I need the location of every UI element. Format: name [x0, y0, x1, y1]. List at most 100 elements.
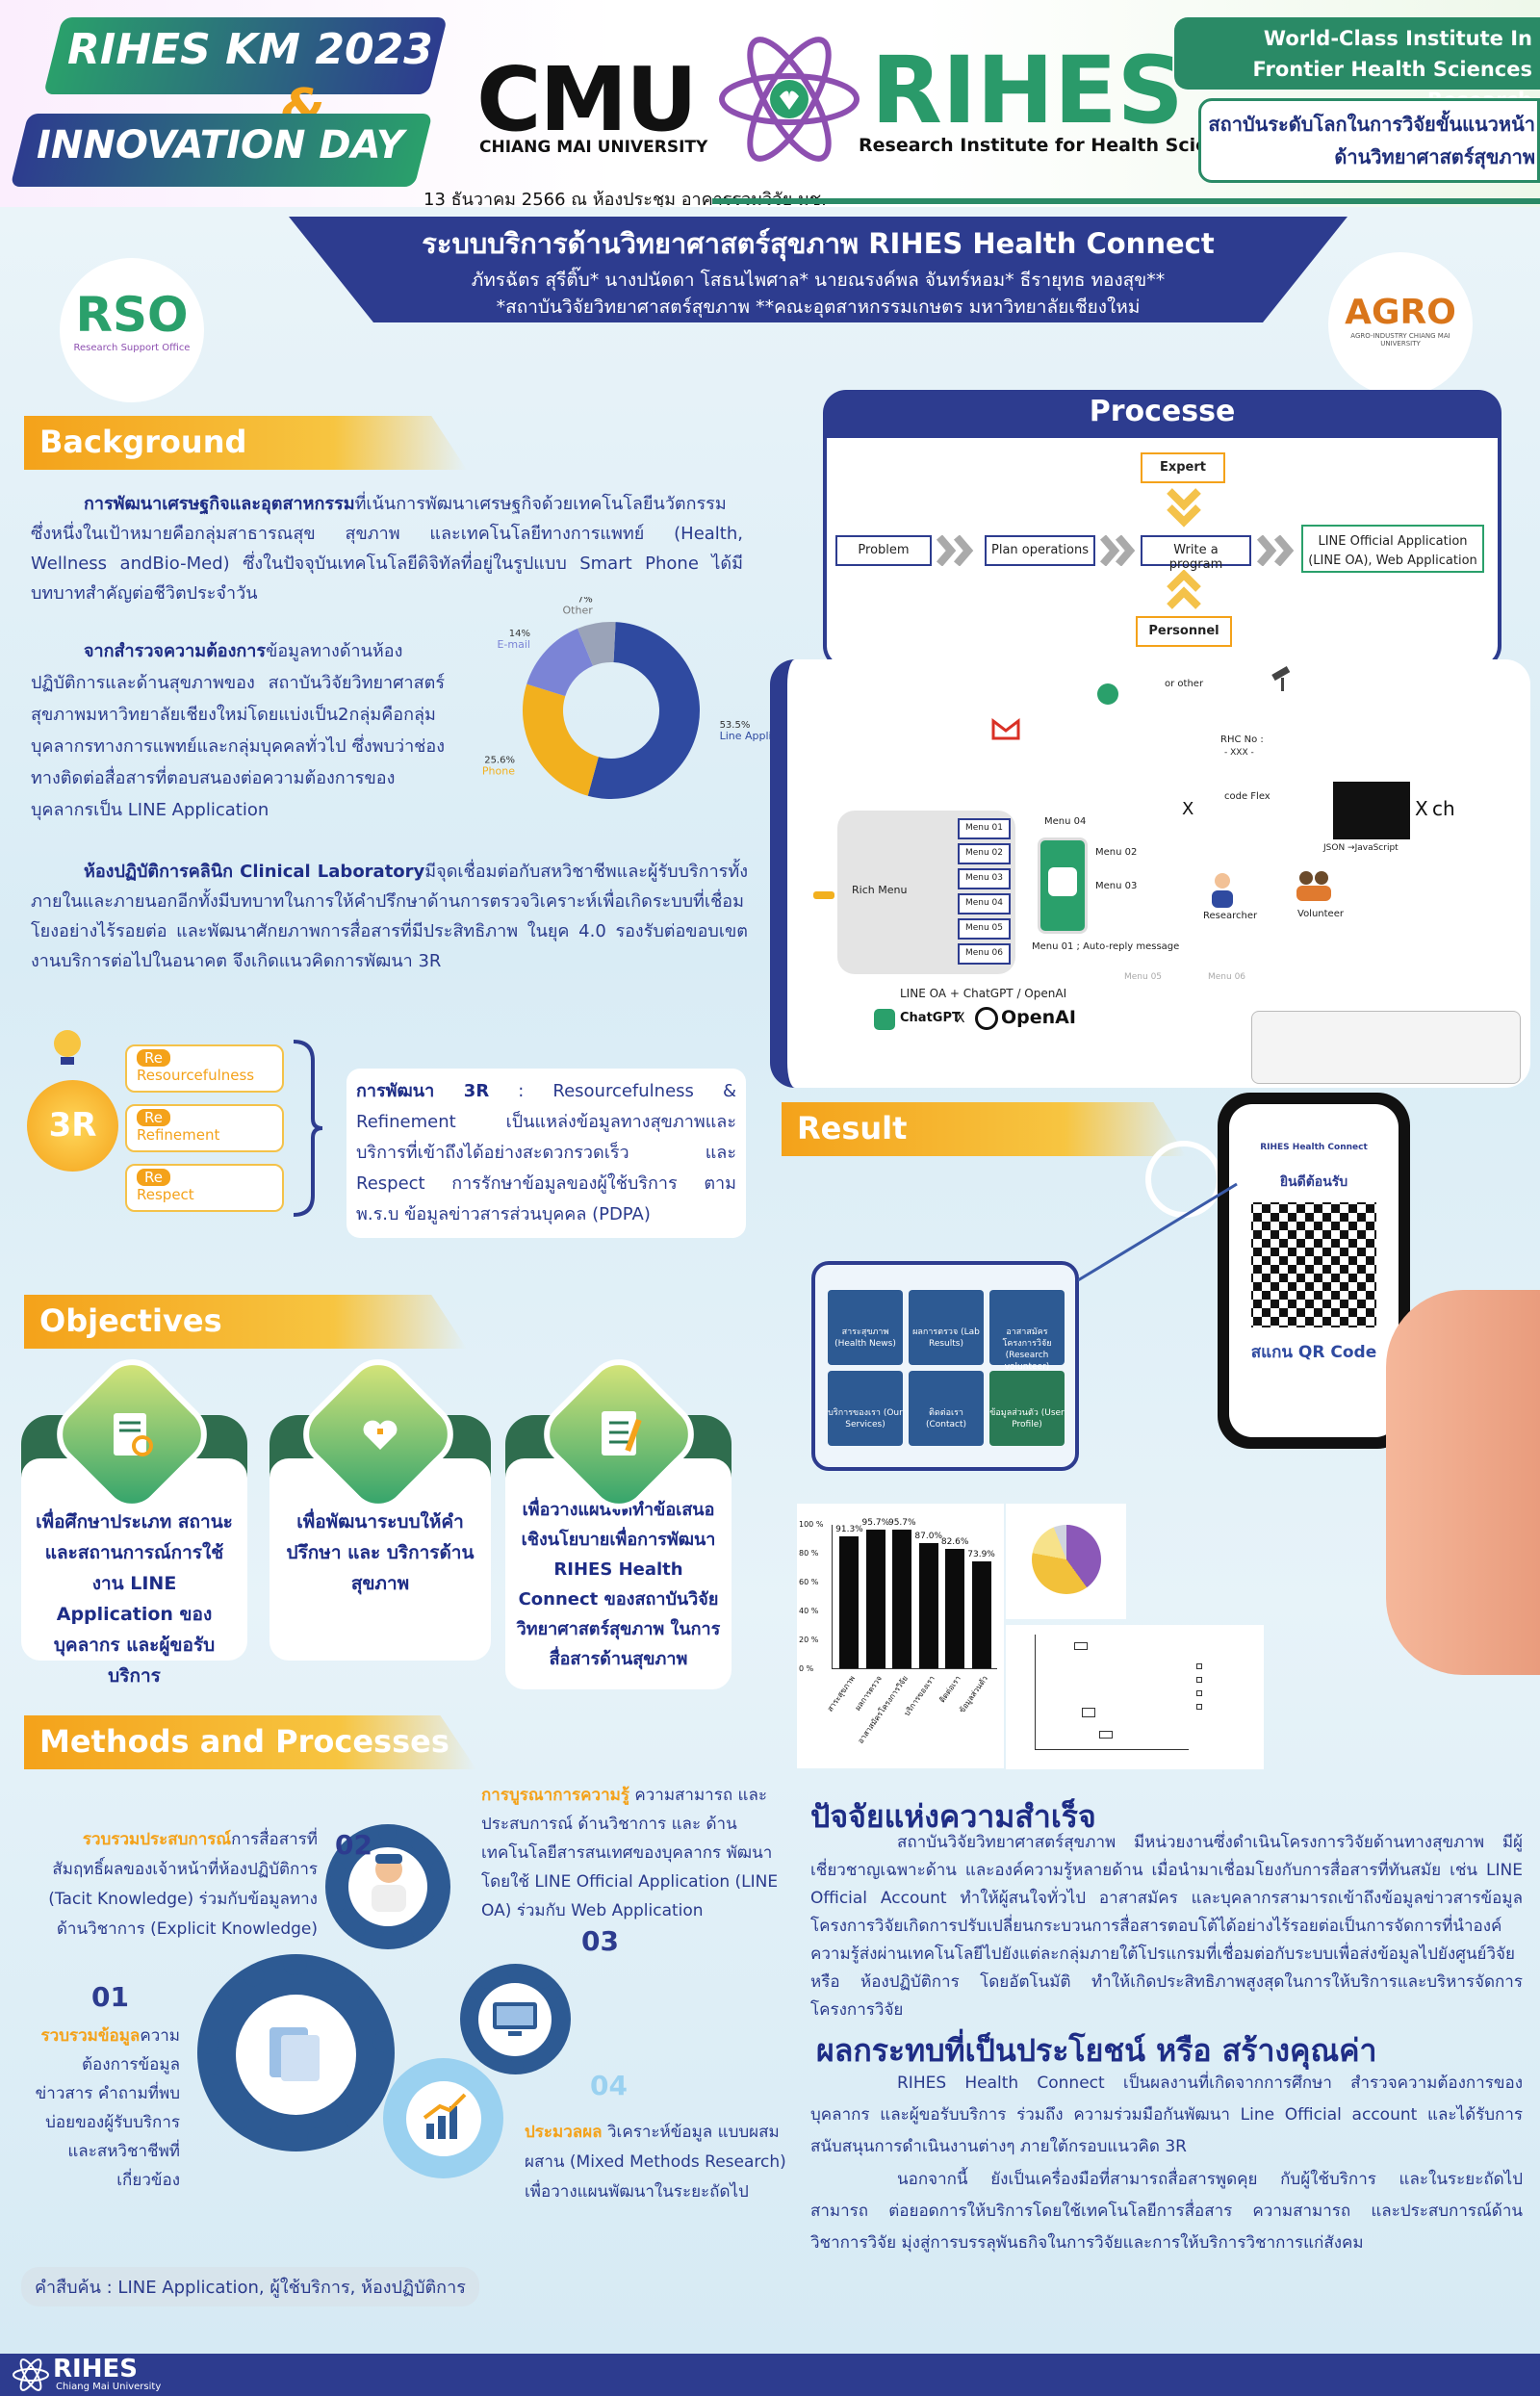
tile-our-services: บริการของเรา (Our Services) [828, 1371, 903, 1446]
three-r-description: การพัฒนา 3R : Resourcefulness & Refineme… [346, 1069, 746, 1238]
title-band [289, 217, 1348, 322]
document-search-icon [114, 1413, 153, 1456]
footer-sub: Chiang Mai University [56, 2382, 162, 2392]
qr-code-icon [1251, 1202, 1376, 1327]
rich-menu-tiles: สาระสุขภาพ (Health News) ผลการตรวจ (Lab … [828, 1290, 1065, 1446]
background-p2-text: ข้อมูลทางด้านห้องปฏิบัติการและด้านสุขภาพ… [31, 641, 445, 820]
donut-pct-label: 14% [509, 629, 530, 639]
menu04-label: Menu 04 [1044, 816, 1087, 827]
menu02-label: Menu 02 [1095, 847, 1138, 858]
background-p3-bold: ห้องปฏิบัติการคลินิก Clinical Laboratory [84, 862, 425, 882]
code-flex-label: code Flex [1224, 791, 1270, 802]
background-p2-bold: จากสำรวจความต้องการ [84, 641, 267, 661]
volunteer-icon [1296, 871, 1331, 901]
pie-chart-small [1006, 1504, 1126, 1619]
donut-slice [526, 628, 594, 697]
bar-value-label: 73.9% [967, 1550, 995, 1560]
background-p1: การพัฒนาเศรษฐกิจและอุตสาหกรรมที่เน้นการพ… [31, 489, 743, 608]
agro-logo: AGRO AGRO-INDUSTRY CHIANG MAI UNIVERSITY [1328, 252, 1473, 397]
chat-icon [1097, 683, 1118, 705]
process-heading: Processe [1089, 395, 1236, 428]
doctor-icon [372, 1854, 406, 1912]
tile-health-news: สาระสุขภาพ (Health News) [828, 1290, 903, 1365]
step-01-body: ความต้องการข้อมูลข่าวสาร คำถามที่พบบ่อยข… [35, 2026, 180, 2190]
donut-slice-label: Other [563, 605, 594, 617]
step-03-number: 03 [581, 1925, 619, 1957]
personnel-box: Personnel [1136, 616, 1232, 647]
box-marker [1099, 1731, 1113, 1739]
footer-atom-icon [13, 2358, 49, 2391]
step-02-text: รวบรวมประสบการณ์การสื่อสารที่สัมฤทธิ์ผลข… [38, 1825, 318, 1945]
footer-band [0, 2354, 1540, 2396]
date-venue: 13 ธันวาคม 2566 ณ ห้องประชุม อาคารรวมวิจ… [424, 190, 827, 210]
rich-menu-item: Menu 04 [958, 893, 1011, 915]
re-tag: Re [137, 1049, 170, 1067]
y-tick-label: 0 % [799, 1664, 814, 1673]
benefit-p1: RIHES Health Connect เป็นผลงานที่เกิดจาก… [810, 2074, 1523, 2156]
pie-chart-icon [1031, 1525, 1101, 1594]
down-chevron-icon [1167, 488, 1201, 528]
openai-icon [975, 1007, 998, 1030]
three-r-desc-bold: การพัฒนา 3R [356, 1081, 490, 1101]
rich-menu-item: Menu 03 [958, 868, 1011, 889]
agro-logo-sub: AGRO-INDUSTRY CHIANG MAI UNIVERSITY [1350, 332, 1450, 348]
code-screen-icon [1333, 782, 1410, 839]
three-r-badge: 3R [27, 1080, 118, 1172]
chatgpt-icon [874, 1009, 895, 1030]
line-oa-phone-icon [1038, 837, 1088, 934]
step-04-number: 04 [590, 2070, 628, 2101]
tagline-th: สถาบันระดับโลกในการวิจัยขั้นแนวหน้าด้านว… [1208, 113, 1535, 168]
openai-label: OpenAI [1001, 1007, 1076, 1028]
success-text: สถาบันวิจัยวิทยาศาสตร์สุขภาพ มีหน่วยงานซ… [810, 1833, 1523, 2020]
right-chevron-icon [1256, 535, 1295, 566]
phone-brand: RIHES Health Connect [1260, 1143, 1368, 1152]
background-p1-text: ที่เน้นการพัฒนาเศรษฐกิจด้วยเทคโนโลยีนวัต… [31, 494, 743, 604]
tile-user-profile: ข้อมูลส่วนตัว (User Profile) [989, 1371, 1065, 1446]
step-01-bold: รวบรวมข้อมูล [40, 2026, 141, 2046]
step-02-body: การสื่อสารที่สัมฤทธิ์ผลของเจ้าหน้าที่ห้อ… [48, 1830, 318, 1939]
phone-welcome: ยินดีต้อนรับ [1279, 1174, 1348, 1190]
json-js-label: JSON →JavaScript [1323, 843, 1399, 853]
line-oa-gpt-label: LINE OA + ChatGPT / OpenAI [900, 987, 1067, 1000]
x-symbol: X [1415, 797, 1428, 820]
hand-pointer-icon [813, 891, 834, 899]
y-tick-label: 20 % [799, 1636, 819, 1644]
satisfaction-bar-chart: 91.3%95.7%95.7%87.0%82.6%73.9% 100 %80 %… [797, 1504, 1004, 1768]
background-p3-text: มีจุดเชื่อมต่อกับสหวิชาชีพและผู้รับบริกา… [31, 862, 748, 971]
agro-logo-text: AGRO [1345, 293, 1456, 332]
methods-heading: Methods and Processes [24, 1715, 476, 1769]
bar-value-label: 87.0% [914, 1531, 942, 1541]
heart-hands-icon [363, 1420, 398, 1450]
x-symbol: X [956, 1011, 965, 1026]
menu05-label: Menu 05 [1124, 972, 1163, 982]
up-chevron-icon [1167, 570, 1201, 609]
boxplot-legend [1196, 1663, 1254, 1710]
step-01-text: รวบรวมข้อมูลความต้องการข้อมูลข่าวสาร คำถ… [31, 2022, 180, 2195]
donut-slice-label: Line Application [720, 730, 770, 742]
donut-pct-label: 53.5% [720, 720, 751, 731]
bar-value-label: 95.7% [887, 1518, 916, 1529]
bar-value-label: 82.6% [940, 1537, 969, 1548]
computer-icon [493, 2002, 537, 2036]
box-marker [1082, 1708, 1095, 1717]
process-step: Plan operations [985, 535, 1095, 566]
cmu-logo: CMU [476, 48, 698, 151]
phone-mockup: RIHES Health Connect ยินดีต้อนรับ สแกน Q… [1218, 1093, 1410, 1449]
web-app-screens [1251, 1011, 1521, 1084]
step-04-text: ประมวลผล วิเคราะห์ข้อมูล แบบผสมผสาน (Mix… [525, 2118, 789, 2207]
bar [918, 1542, 938, 1668]
background-p3: ห้องปฏิบัติการคลินิก Clinical Laboratory… [31, 857, 748, 976]
donut-slice-label: Phone [482, 765, 515, 778]
rihes-logo: RIHES [871, 37, 1184, 144]
bar [865, 1530, 886, 1668]
hand-illustration [1386, 1290, 1540, 1675]
researcher-icon [1212, 873, 1233, 908]
tile-research-volunteer: อาสาสมัครโครงการวิจัย (Research voluntee… [989, 1290, 1065, 1372]
step-01-number: 01 [91, 1981, 129, 2013]
checklist-icon [602, 1411, 642, 1456]
right-chevron-icon [936, 535, 974, 566]
re-word: Resourcefulness [137, 1067, 255, 1084]
